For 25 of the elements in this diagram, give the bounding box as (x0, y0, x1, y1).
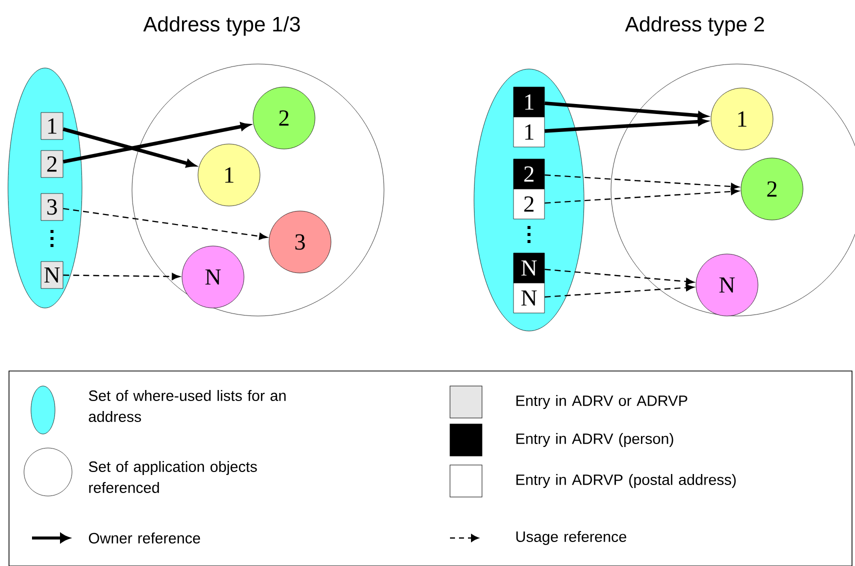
entry-box: 1 (513, 116, 545, 148)
legend-text: Entry in ADRVP (postal address) (516, 474, 736, 488)
entry-box: 3 (40, 193, 64, 221)
arrow (544, 284, 694, 298)
arrow (544, 188, 740, 204)
entry-box: 2 (40, 150, 64, 178)
arrow (63, 272, 180, 280)
entry-box: 2 (513, 188, 545, 220)
arrow (544, 174, 740, 190)
arrow (544, 268, 694, 286)
arrow (63, 208, 268, 240)
legend-text: Entry in ADRV or ADRVP (516, 395, 688, 409)
legend-text: Owner reference (88, 532, 200, 544)
entry-box: 1 (40, 112, 64, 140)
legend-text: Usage reference (516, 531, 626, 545)
panel-title: Address type 1/3 (143, 16, 300, 36)
entry-box: 1 (513, 86, 545, 118)
entry-box: N (40, 261, 64, 289)
entry-box: N (513, 282, 545, 314)
entry-box: N (513, 252, 545, 284)
legend-text: Set of where-used lists for an address (88, 390, 286, 422)
legend-text: Entry in ADRV (person) (516, 433, 674, 447)
legend-text: Set of application objects referenced (88, 461, 257, 493)
entry-box: 2 (513, 158, 545, 190)
panel-title: Address type 2 (625, 16, 764, 36)
